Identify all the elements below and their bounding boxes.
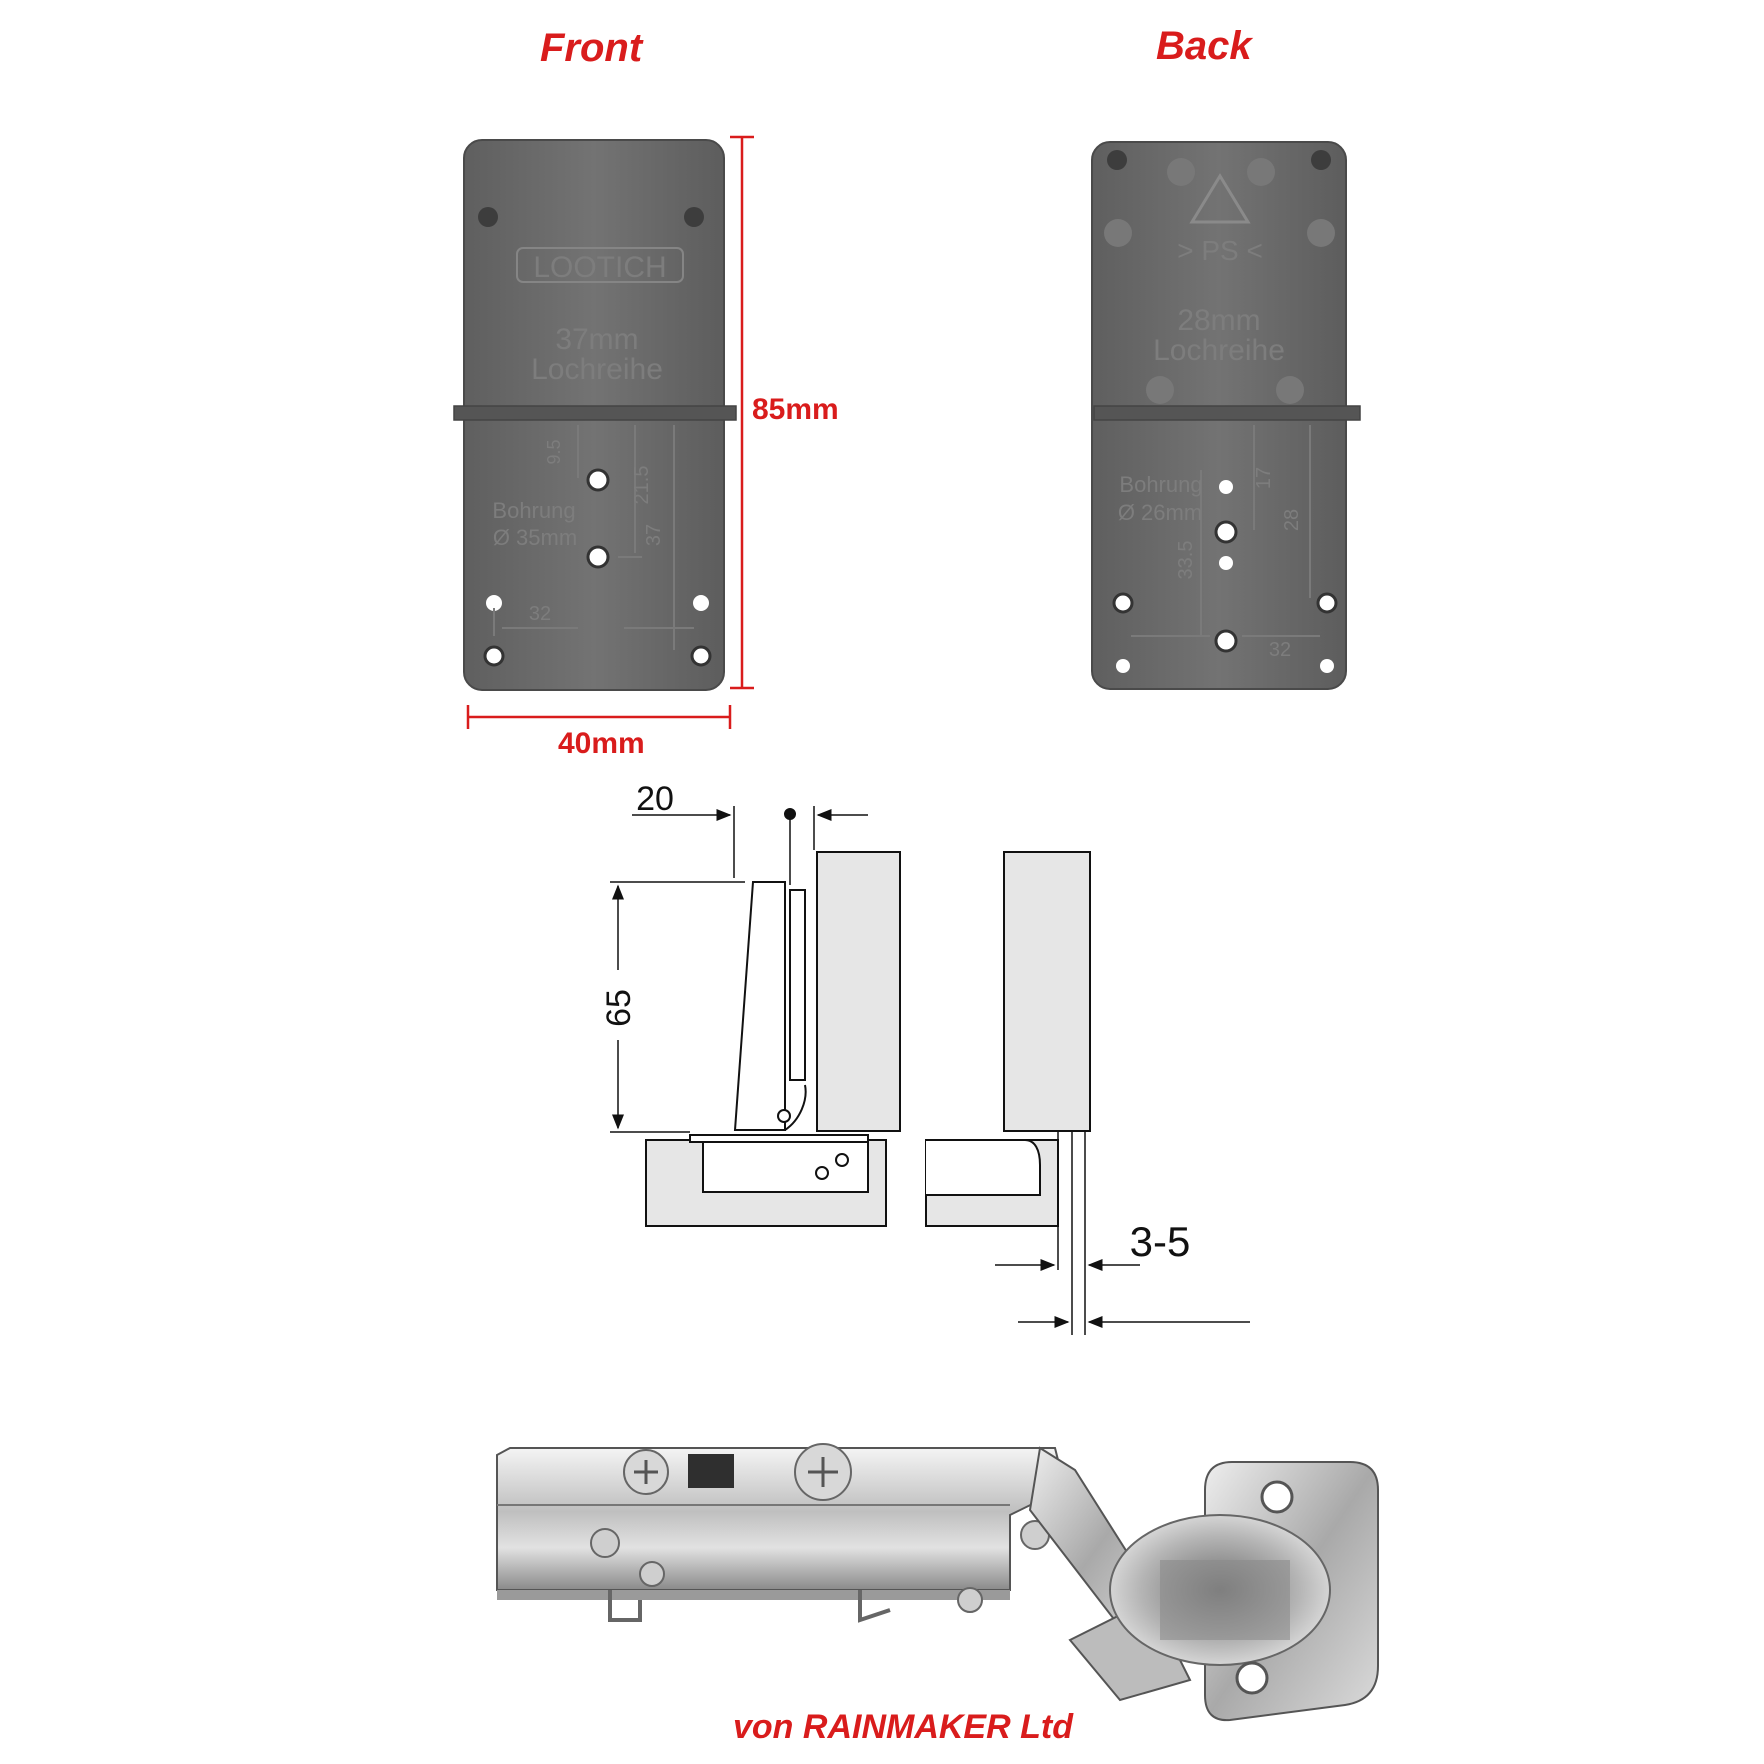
front-title: Front bbox=[540, 26, 643, 70]
hinge-technical-drawing bbox=[610, 806, 1250, 1335]
front-bore-label-1: Bohrung bbox=[492, 498, 575, 523]
hinge-illustration bbox=[496, 1443, 1379, 1722]
back-d1: 17 bbox=[1253, 467, 1275, 489]
front-d1: 9.5 bbox=[544, 439, 564, 464]
back-material-text: > PS < bbox=[1177, 235, 1263, 266]
back-plate: > PS < 28mm Lochreihe 17 28 33.5 32 Bohr… bbox=[1091, 141, 1361, 690]
back-title: Back bbox=[1156, 24, 1252, 68]
back-d3: 33.5 bbox=[1175, 541, 1197, 580]
front-dimension-lines bbox=[466, 135, 754, 729]
back-bore-label-1: Bohrung bbox=[1119, 472, 1202, 497]
dim-top-label: 20 bbox=[636, 780, 674, 818]
front-row-label-1: 37mm bbox=[555, 323, 638, 356]
back-d2: 28 bbox=[1281, 509, 1303, 531]
front-d3: 37 bbox=[643, 524, 665, 546]
front-d4: 32 bbox=[529, 603, 551, 625]
credit-text: von RAINMAKER Ltd bbox=[733, 1708, 1073, 1746]
front-row-label-2: Lochreihe bbox=[531, 353, 663, 386]
back-row-label-1: 28mm bbox=[1177, 304, 1260, 337]
front-brand-text: LOOTICH bbox=[533, 251, 666, 284]
back-row-label-2: Lochreihe bbox=[1153, 334, 1285, 367]
front-plate: LOOTICH 37mm Lochreihe 9.5 21.5 37 32 Bo… bbox=[453, 139, 737, 691]
dim-gap-label: 3-5 bbox=[1130, 1218, 1191, 1265]
height-dimension-label: 85mm bbox=[752, 393, 839, 426]
width-dimension-label: 40mm bbox=[558, 727, 645, 760]
back-d4: 32 bbox=[1269, 639, 1291, 661]
back-bore-label-2: Ø 26mm bbox=[1118, 500, 1202, 525]
front-d2: 21.5 bbox=[631, 466, 653, 505]
dim-height-label: 65 bbox=[600, 989, 638, 1027]
front-bore-label-2: Ø 35mm bbox=[493, 525, 577, 550]
